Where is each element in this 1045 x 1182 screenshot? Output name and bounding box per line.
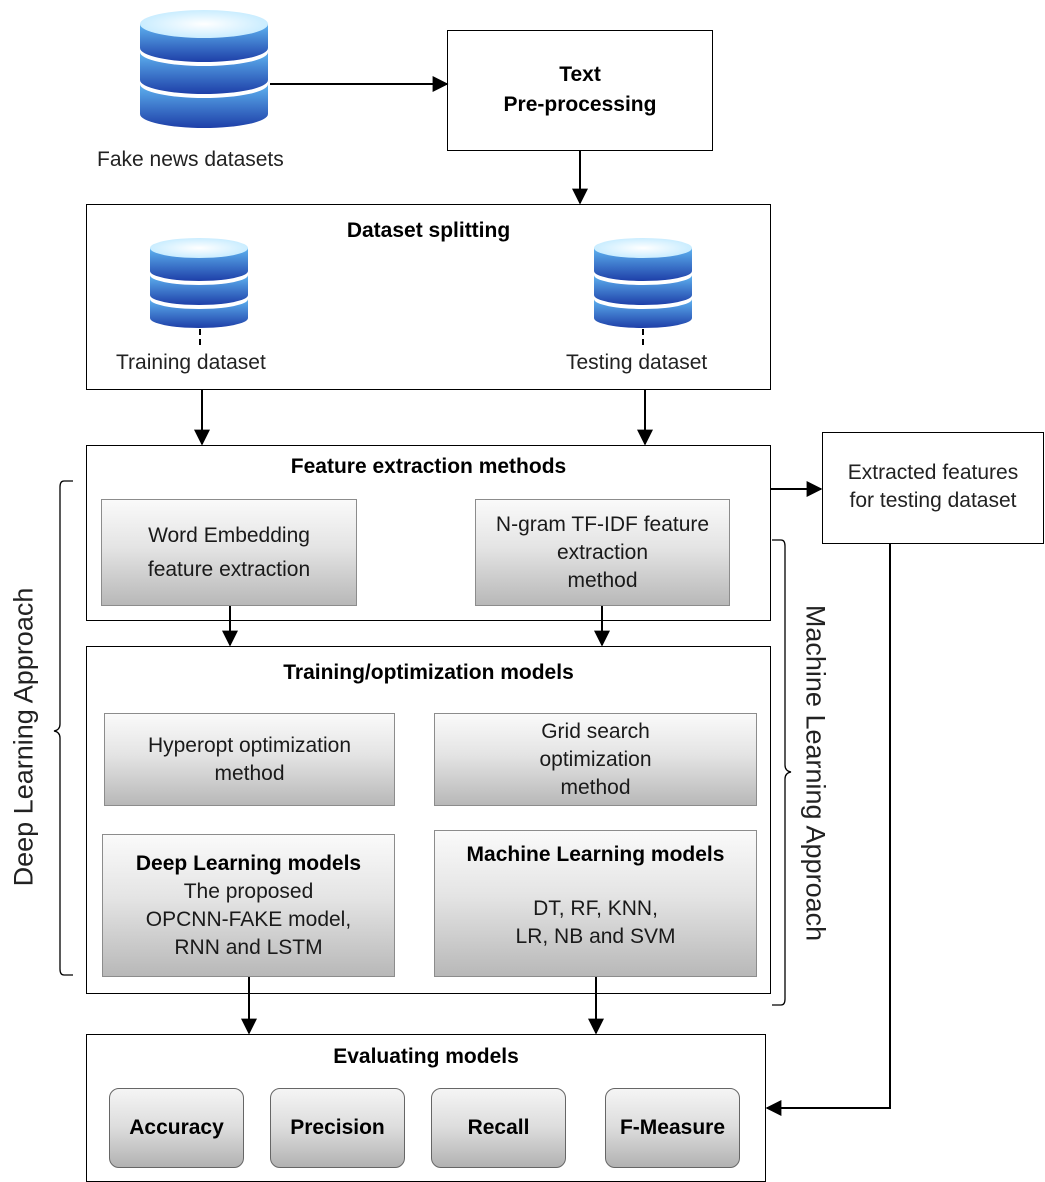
metric-precision-label: Precision — [290, 1116, 385, 1139]
dl-models-line3: RNN and LSTM — [174, 935, 323, 959]
dl-models-heading: Deep Learning models — [135, 851, 362, 875]
feature-extraction-title: Feature extraction methods — [290, 455, 567, 478]
deep-learning-models-box: Deep Learning models The proposed OPCNN-… — [102, 834, 395, 977]
deep-learning-brace — [53, 480, 73, 976]
training-optimization-title: Training/optimization models — [283, 661, 574, 684]
testing-database-icon — [594, 238, 692, 328]
metric-f-measure: F-Measure — [605, 1088, 740, 1168]
training-database-icon — [150, 238, 248, 328]
metric-f-measure-label: F-Measure — [619, 1116, 726, 1139]
arrow-extracted-to-evaluating — [765, 544, 891, 1116]
word-embedding-line1: Word Embedding — [148, 523, 310, 547]
grid-line1: Grid search — [541, 719, 650, 743]
machine-learning-models-box: Machine Learning models DT, RF, KNN, LR,… — [434, 830, 757, 977]
dataset-splitting-title: Dataset splitting — [346, 219, 511, 242]
ml-models-heading: Machine Learning models — [466, 843, 725, 866]
metric-precision: Precision — [270, 1088, 405, 1168]
text-preprocessing-box: Text Pre-processing — [447, 30, 713, 151]
hyperopt-box: Hyperopt optimization method — [104, 713, 395, 806]
extracted-line2: for testing dataset — [849, 489, 1017, 512]
dl-models-line1: The proposed — [183, 879, 314, 903]
hyperopt-line1: Hyperopt optimization — [147, 733, 352, 757]
preprocessing-line2: Pre-processing — [503, 93, 657, 116]
word-embedding-box: Word Embedding feature extraction — [101, 499, 357, 606]
metric-accuracy-label: Accuracy — [129, 1116, 224, 1139]
ngram-line3: method — [567, 568, 638, 592]
extracted-features-box: Extracted features for testing dataset — [822, 432, 1044, 544]
ngram-line2: extraction — [556, 540, 649, 564]
ngram-tfidf-box: N-gram TF-IDF feature extraction method — [475, 499, 730, 606]
ml-models-line1: DT, RF, KNN, — [533, 897, 658, 920]
fake-news-database-icon — [140, 10, 268, 128]
metric-recall: Recall — [431, 1088, 566, 1168]
word-embedding-line2: feature extraction — [147, 557, 311, 581]
dl-models-line2: OPCNN-FAKE model, — [145, 907, 352, 931]
ml-models-line2: LR, NB and SVM — [515, 925, 676, 948]
evaluating-models-title: Evaluating models — [333, 1045, 519, 1068]
metric-accuracy: Accuracy — [109, 1088, 244, 1168]
grid-line3: method — [560, 775, 631, 799]
machine-learning-brace — [772, 539, 792, 1006]
training-dataset-label: Training dataset — [116, 351, 266, 374]
metric-recall-label: Recall — [467, 1116, 530, 1139]
preprocessing-line1: Text — [559, 63, 601, 86]
hyperopt-line2: method — [214, 761, 285, 785]
grid-line2: optimization — [539, 747, 652, 771]
extracted-line1: Extracted features — [847, 461, 1019, 484]
fake-news-datasets-label: Fake news datasets — [97, 148, 284, 171]
testing-dataset-label: Testing dataset — [566, 351, 708, 374]
ngram-line1: N-gram TF-IDF feature — [495, 512, 710, 536]
grid-search-box: Grid search optimization method — [434, 713, 757, 806]
